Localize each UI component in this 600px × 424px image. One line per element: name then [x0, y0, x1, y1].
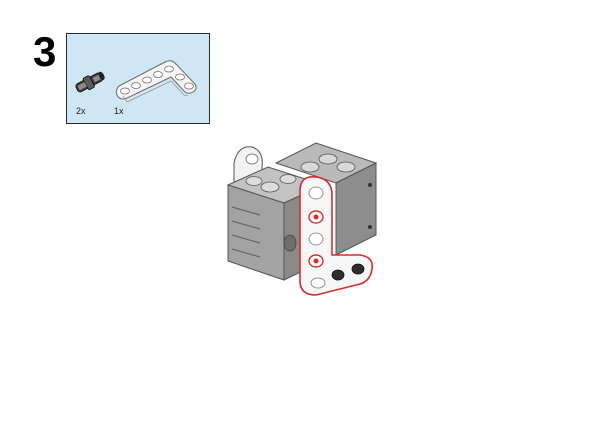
part-quantity: 2x — [76, 106, 86, 116]
connector-pin-icon — [75, 71, 105, 93]
parts-callout: 2x 1x — [66, 33, 210, 124]
back-block — [274, 142, 378, 256]
step-number: 3 — [33, 28, 57, 75]
parts-illustration — [75, 60, 197, 103]
assembly-model — [226, 142, 378, 296]
part-quantity: 1x — [114, 106, 124, 116]
new-l-beam — [299, 175, 374, 296]
l-beam-icon — [115, 60, 197, 103]
